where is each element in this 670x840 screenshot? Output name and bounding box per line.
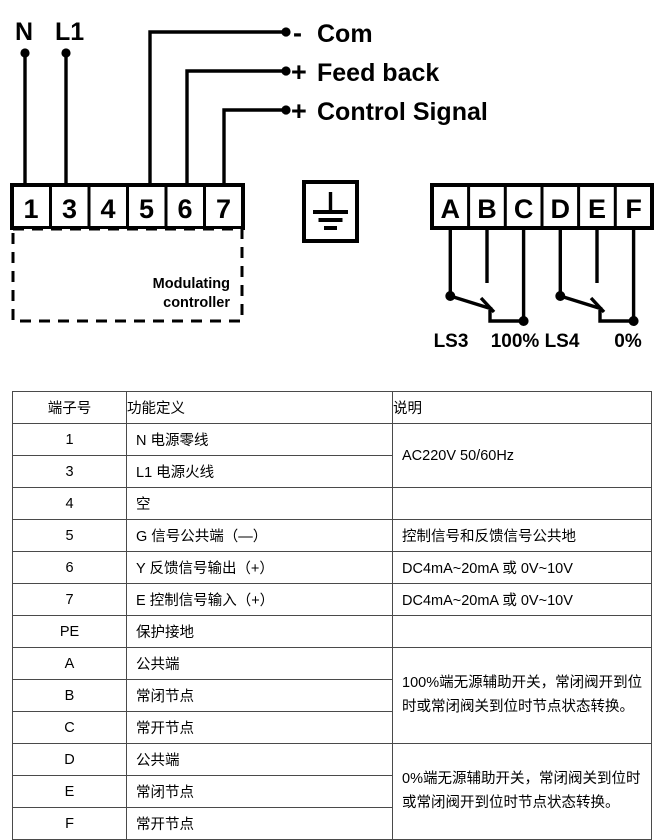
signal-label-feedback: Feed back <box>317 59 439 87</box>
cell-terminal-no: 4 <box>12 487 127 520</box>
cell-function: N 电源零线 <box>126 423 393 456</box>
modulating-controller-enclosure: Modulating controller <box>11 227 244 323</box>
signal-wire-control <box>222 105 291 186</box>
switch-ls4: LS4 0% <box>545 228 642 352</box>
cell-description: DC4mA~20mA 或 0V~10V <box>392 583 652 616</box>
supply-wire-n <box>20 48 30 186</box>
cell-terminal-no: 1 <box>12 423 127 456</box>
cell-terminal-no: 5 <box>12 519 127 552</box>
table-row: 1 N 电源零线 AC220V 50/60Hz <box>12 423 652 488</box>
table-row: 6 Y 反馈信号输出（+） DC4mA~20mA 或 0V~10V <box>12 551 652 584</box>
signal-sign-com: - <box>293 18 302 48</box>
cell-function: 常闭节点 <box>126 679 393 712</box>
signal-sign-feedback: + <box>291 57 307 87</box>
cell-function: G 信号公共端（—） <box>126 519 393 552</box>
cell-terminal-no: 7 <box>12 583 127 616</box>
table-row: E 常闭节点 <box>12 775 652 808</box>
cell-function: 常闭节点 <box>126 775 393 808</box>
terminal-function-table: 端子号 功能定义 说明 1 N 电源零线 AC220V 50/60Hz 3 L1… <box>12 391 652 840</box>
table-row: A 公共端 100%端无源辅助开关，常闭阀开到位时或常闭阀关到位时节点状态转换。 <box>12 647 652 744</box>
terminal-1: 1 <box>23 194 38 224</box>
switch-ls3-name: LS3 <box>434 331 469 352</box>
cell-function: Y 反馈信号输出（+） <box>126 551 393 584</box>
signal-wire-com <box>148 27 291 186</box>
table-row: PE 保护接地 <box>12 615 652 648</box>
earth-ground-icon <box>302 180 359 243</box>
cell-description <box>392 615 652 648</box>
table-row: 7 E 控制信号输入（+） DC4mA~20mA 或 0V~10V <box>12 583 652 616</box>
header-terminal-no: 端子号 <box>12 391 127 424</box>
cell-description <box>392 487 652 520</box>
cell-function: 常开节点 <box>126 807 393 840</box>
right-terminal-block: A B C D E F <box>430 183 654 230</box>
terminal-b: B <box>477 194 497 224</box>
table-row: 4 空 <box>12 487 652 520</box>
terminal-7: 7 <box>216 194 231 224</box>
cell-terminal-no: B <box>12 679 127 712</box>
switch-ls4-name: LS4 <box>545 331 580 352</box>
table-row: 3 L1 电源火线 <box>12 455 652 488</box>
cell-description: AC220V 50/60Hz <box>392 423 652 488</box>
wiring-schematic: N L1 - Com + Feed back + Control Signal <box>0 0 670 375</box>
cell-terminal-no: 3 <box>12 455 127 488</box>
switch-ls4-position: 0% <box>614 331 642 352</box>
cell-terminal-no: E <box>12 775 127 808</box>
signal-sign-control: + <box>291 96 307 126</box>
header-function: 功能定义 <box>126 391 393 424</box>
cell-function: L1 电源火线 <box>126 455 393 488</box>
table-header-row: 端子号 功能定义 说明 <box>12 391 652 424</box>
terminal-f: F <box>625 194 642 224</box>
signal-label-control: Control Signal <box>317 98 488 126</box>
supply-wire-l1 <box>61 48 71 186</box>
table-row: D 公共端 0%端无源辅助开关，常闭阀关到位时或常闭阀开到位时节点状态转换。 <box>12 743 652 840</box>
cell-terminal-no: D <box>12 743 127 776</box>
terminal-6: 6 <box>177 194 192 224</box>
signal-label-com: Com <box>317 20 373 48</box>
cell-function: 公共端 <box>126 647 393 680</box>
cell-function: 公共端 <box>126 743 393 776</box>
cell-terminal-no: 6 <box>12 551 127 584</box>
cell-function: 常开节点 <box>126 711 393 744</box>
terminal-3: 3 <box>62 194 77 224</box>
terminal-4: 4 <box>100 194 115 224</box>
left-terminal-block: 1 3 4 5 6 7 <box>10 183 245 230</box>
cell-description: 0%端无源辅助开关，常闭阀关到位时或常闭阀开到位时节点状态转换。 <box>392 743 652 840</box>
controller-label-line2: controller <box>163 295 230 311</box>
terminal-d: D <box>551 194 571 224</box>
cell-terminal-no: PE <box>12 615 127 648</box>
cell-terminal-no: C <box>12 711 127 744</box>
cell-terminal-no: A <box>12 647 127 680</box>
table-row: 5 G 信号公共端（—） 控制信号和反馈信号公共地 <box>12 519 652 552</box>
cell-description: DC4mA~20mA 或 0V~10V <box>392 551 652 584</box>
terminal-c: C <box>514 194 534 224</box>
terminal-5: 5 <box>139 194 154 224</box>
cell-function: E 控制信号输入（+） <box>126 583 393 616</box>
controller-label-line1: Modulating <box>153 276 230 292</box>
supply-label-l1: L1 <box>55 18 84 46</box>
cell-terminal-no: F <box>12 807 127 840</box>
terminal-a: A <box>441 194 461 224</box>
cell-function: 空 <box>126 487 393 520</box>
terminal-e: E <box>588 194 606 224</box>
cell-function: 保护接地 <box>126 615 393 648</box>
signal-wire-feedback <box>185 66 291 186</box>
switch-ls3-position: 100% <box>491 331 540 352</box>
switch-ls3: LS3 100% <box>434 228 540 352</box>
cell-description: 控制信号和反馈信号公共地 <box>392 519 652 552</box>
header-description: 说明 <box>392 391 652 424</box>
cell-description: 100%端无源辅助开关，常闭阀开到位时或常闭阀关到位时节点状态转换。 <box>392 647 652 744</box>
table-row: C 常开节点 <box>12 711 652 744</box>
supply-label-n: N <box>15 18 33 46</box>
